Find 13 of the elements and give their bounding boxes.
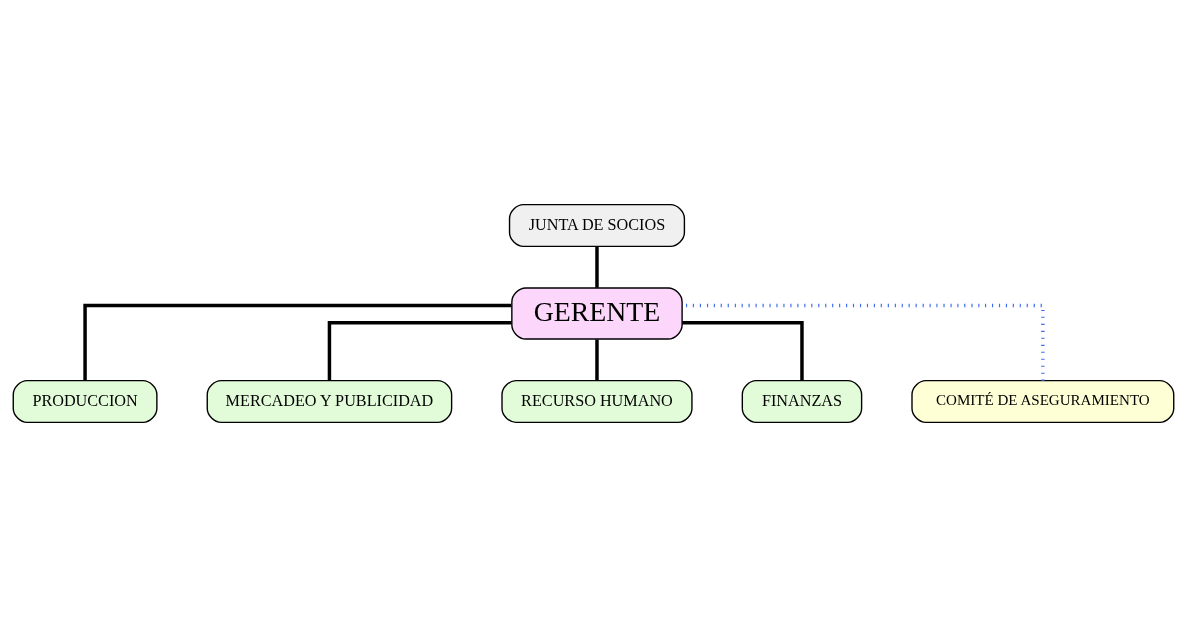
node-box: MERCADEO Y PUBLICIDAD — [206, 379, 453, 423]
connector — [327, 320, 512, 380]
node-box: PRODUCCION — [12, 379, 158, 423]
node-box: RECURSO HUMANO — [501, 379, 693, 423]
connector — [682, 303, 1045, 381]
connector — [595, 338, 599, 380]
node-box: COMITÉ DE ASEGURAMIENTO — [911, 379, 1175, 423]
connector — [595, 245, 599, 288]
connector — [682, 320, 804, 380]
connector — [83, 303, 512, 381]
node-box: GERENTE — [511, 286, 683, 340]
node-box: JUNTA DE SOCIOS — [508, 203, 686, 247]
node-box: FINANZAS — [741, 379, 863, 423]
